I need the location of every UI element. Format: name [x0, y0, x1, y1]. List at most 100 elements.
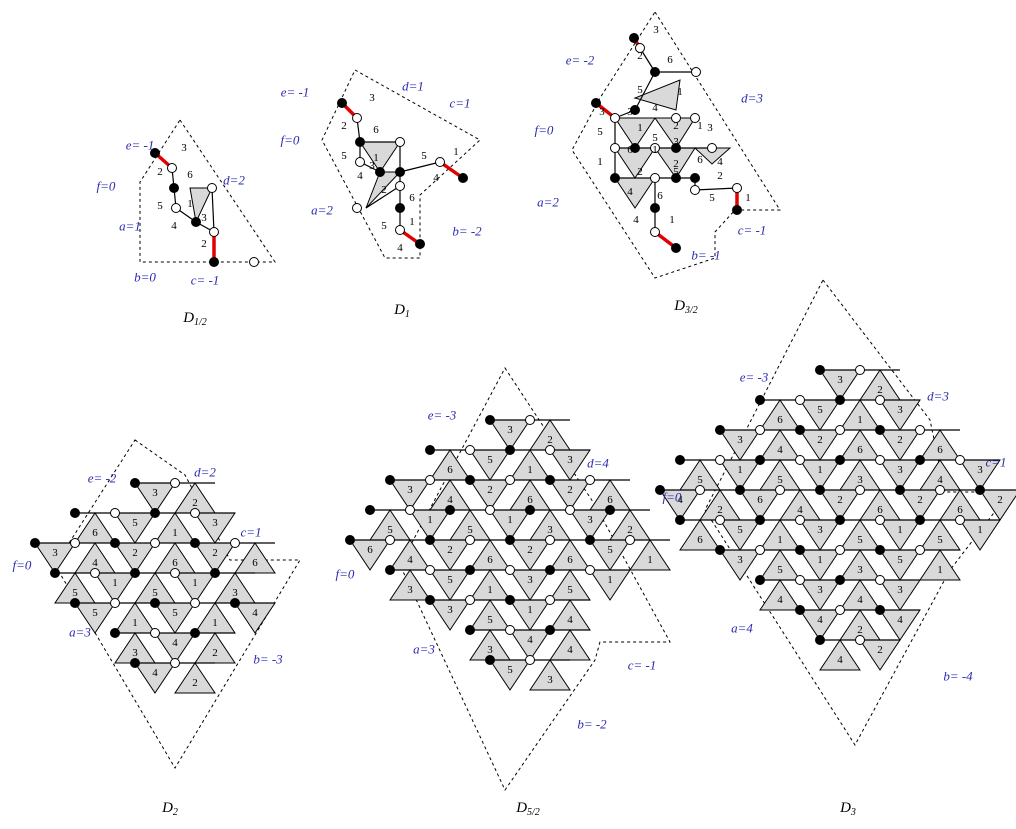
boundary-parameter: d=2 — [223, 173, 245, 188]
edge-label: 4 — [567, 644, 573, 656]
edge-label: 6 — [373, 124, 379, 136]
white-vertex — [190, 508, 200, 518]
black-vertex — [629, 33, 639, 43]
black-vertex — [110, 538, 120, 548]
black-vertex — [190, 538, 200, 548]
shaded-triangle — [759, 579, 801, 611]
black-vertex — [425, 535, 435, 545]
white-vertex — [585, 565, 595, 575]
edge-label: 2 — [132, 547, 138, 559]
edge-label: 1 — [697, 120, 703, 132]
black-vertex — [355, 137, 365, 147]
boundary-parameter: f=0 — [13, 558, 32, 573]
shaded-triangle — [629, 539, 671, 571]
edge-label: 1 — [637, 122, 643, 134]
white-vertex — [650, 143, 660, 153]
black-vertex — [755, 395, 765, 405]
edge-label: 2 — [157, 166, 163, 178]
white-vertex — [795, 515, 805, 525]
white-vertex — [355, 157, 365, 167]
edge-label: 1 — [597, 156, 603, 168]
black-vertex — [795, 545, 805, 555]
white-vertex — [170, 658, 180, 668]
edge-label: 6 — [172, 557, 178, 569]
edge-label: 3 — [567, 454, 573, 466]
edge-label: 2 — [192, 497, 198, 509]
edge-label: 1 — [857, 414, 863, 426]
black-vertex — [230, 598, 240, 608]
edge-label: 6 — [367, 544, 373, 556]
white-vertex — [610, 143, 620, 153]
white-vertex — [610, 113, 620, 123]
black-vertex — [209, 257, 219, 267]
black-vertex — [715, 425, 725, 435]
boundary-parameter: e= -3 — [740, 370, 769, 385]
white-vertex — [775, 485, 785, 495]
edge-label: 3 — [673, 136, 679, 148]
edge-label: 1 — [409, 216, 415, 228]
white-vertex — [545, 535, 555, 545]
edge-label: 5 — [567, 584, 573, 596]
white-vertex — [150, 628, 160, 638]
edge-label: 5 — [487, 454, 493, 466]
white-vertex — [435, 157, 445, 167]
black-vertex — [675, 455, 685, 465]
white-vertex — [955, 515, 965, 525]
black-vertex — [630, 105, 640, 115]
white-vertex — [875, 455, 885, 465]
boundary-parameter: e= -3 — [428, 408, 457, 423]
edge-label: 3 — [653, 24, 659, 36]
white-vertex — [695, 485, 705, 495]
black-vertex — [50, 568, 60, 578]
edge-label: 3 — [599, 106, 605, 118]
edge-label: 2 — [917, 494, 923, 506]
boundary-parameter: c= -1 — [191, 273, 220, 288]
white-vertex — [171, 203, 181, 213]
white-vertex — [855, 365, 865, 375]
boundary-parameter: b= -4 — [943, 669, 973, 684]
black-vertex — [458, 173, 468, 183]
edge-label: 3 — [507, 424, 513, 436]
black-vertex — [395, 167, 405, 177]
white-vertex — [190, 598, 200, 608]
region-boundary — [704, 279, 1012, 746]
white-vertex — [505, 625, 515, 635]
edge-label: 2 — [837, 494, 843, 506]
white-vertex — [875, 515, 885, 525]
edge-label: 4 — [797, 504, 803, 516]
edge-label: 3 — [897, 404, 903, 416]
edge-label: 6 — [957, 504, 963, 516]
edge-label: 4 — [652, 102, 658, 114]
black-vertex — [875, 605, 885, 615]
white-vertex — [110, 598, 120, 608]
white-vertex — [915, 545, 925, 555]
black-vertex — [650, 203, 660, 213]
white-vertex — [352, 113, 362, 123]
figure-caption: D3/2 — [673, 298, 698, 316]
edge-label: 6 — [487, 554, 493, 566]
edge-label: 2 — [627, 524, 633, 536]
white-vertex — [690, 185, 700, 195]
shaded-triangle — [389, 569, 431, 601]
shaded-triangle — [679, 519, 721, 551]
boundary-parameter: e= -1 — [126, 138, 155, 153]
black-vertex — [735, 485, 745, 495]
edge-label: 1 — [487, 584, 493, 596]
black-vertex — [815, 485, 825, 495]
edge-label: 1 — [745, 192, 751, 204]
edge-label: 5 — [487, 614, 493, 626]
lattice-edge — [634, 71, 656, 111]
edge-label: 3 — [132, 647, 138, 659]
black-vertex — [465, 565, 475, 575]
black-vertex — [835, 455, 845, 465]
edge-label: 3 — [152, 487, 158, 499]
edge-label: 5 — [72, 587, 78, 599]
edge-label: 6 — [777, 414, 783, 426]
edge-label: 2 — [637, 50, 643, 62]
edge-label: 5 — [152, 587, 158, 599]
black-vertex — [835, 515, 845, 525]
edge-label: 3 — [897, 464, 903, 476]
edge-label: 1 — [897, 524, 903, 536]
